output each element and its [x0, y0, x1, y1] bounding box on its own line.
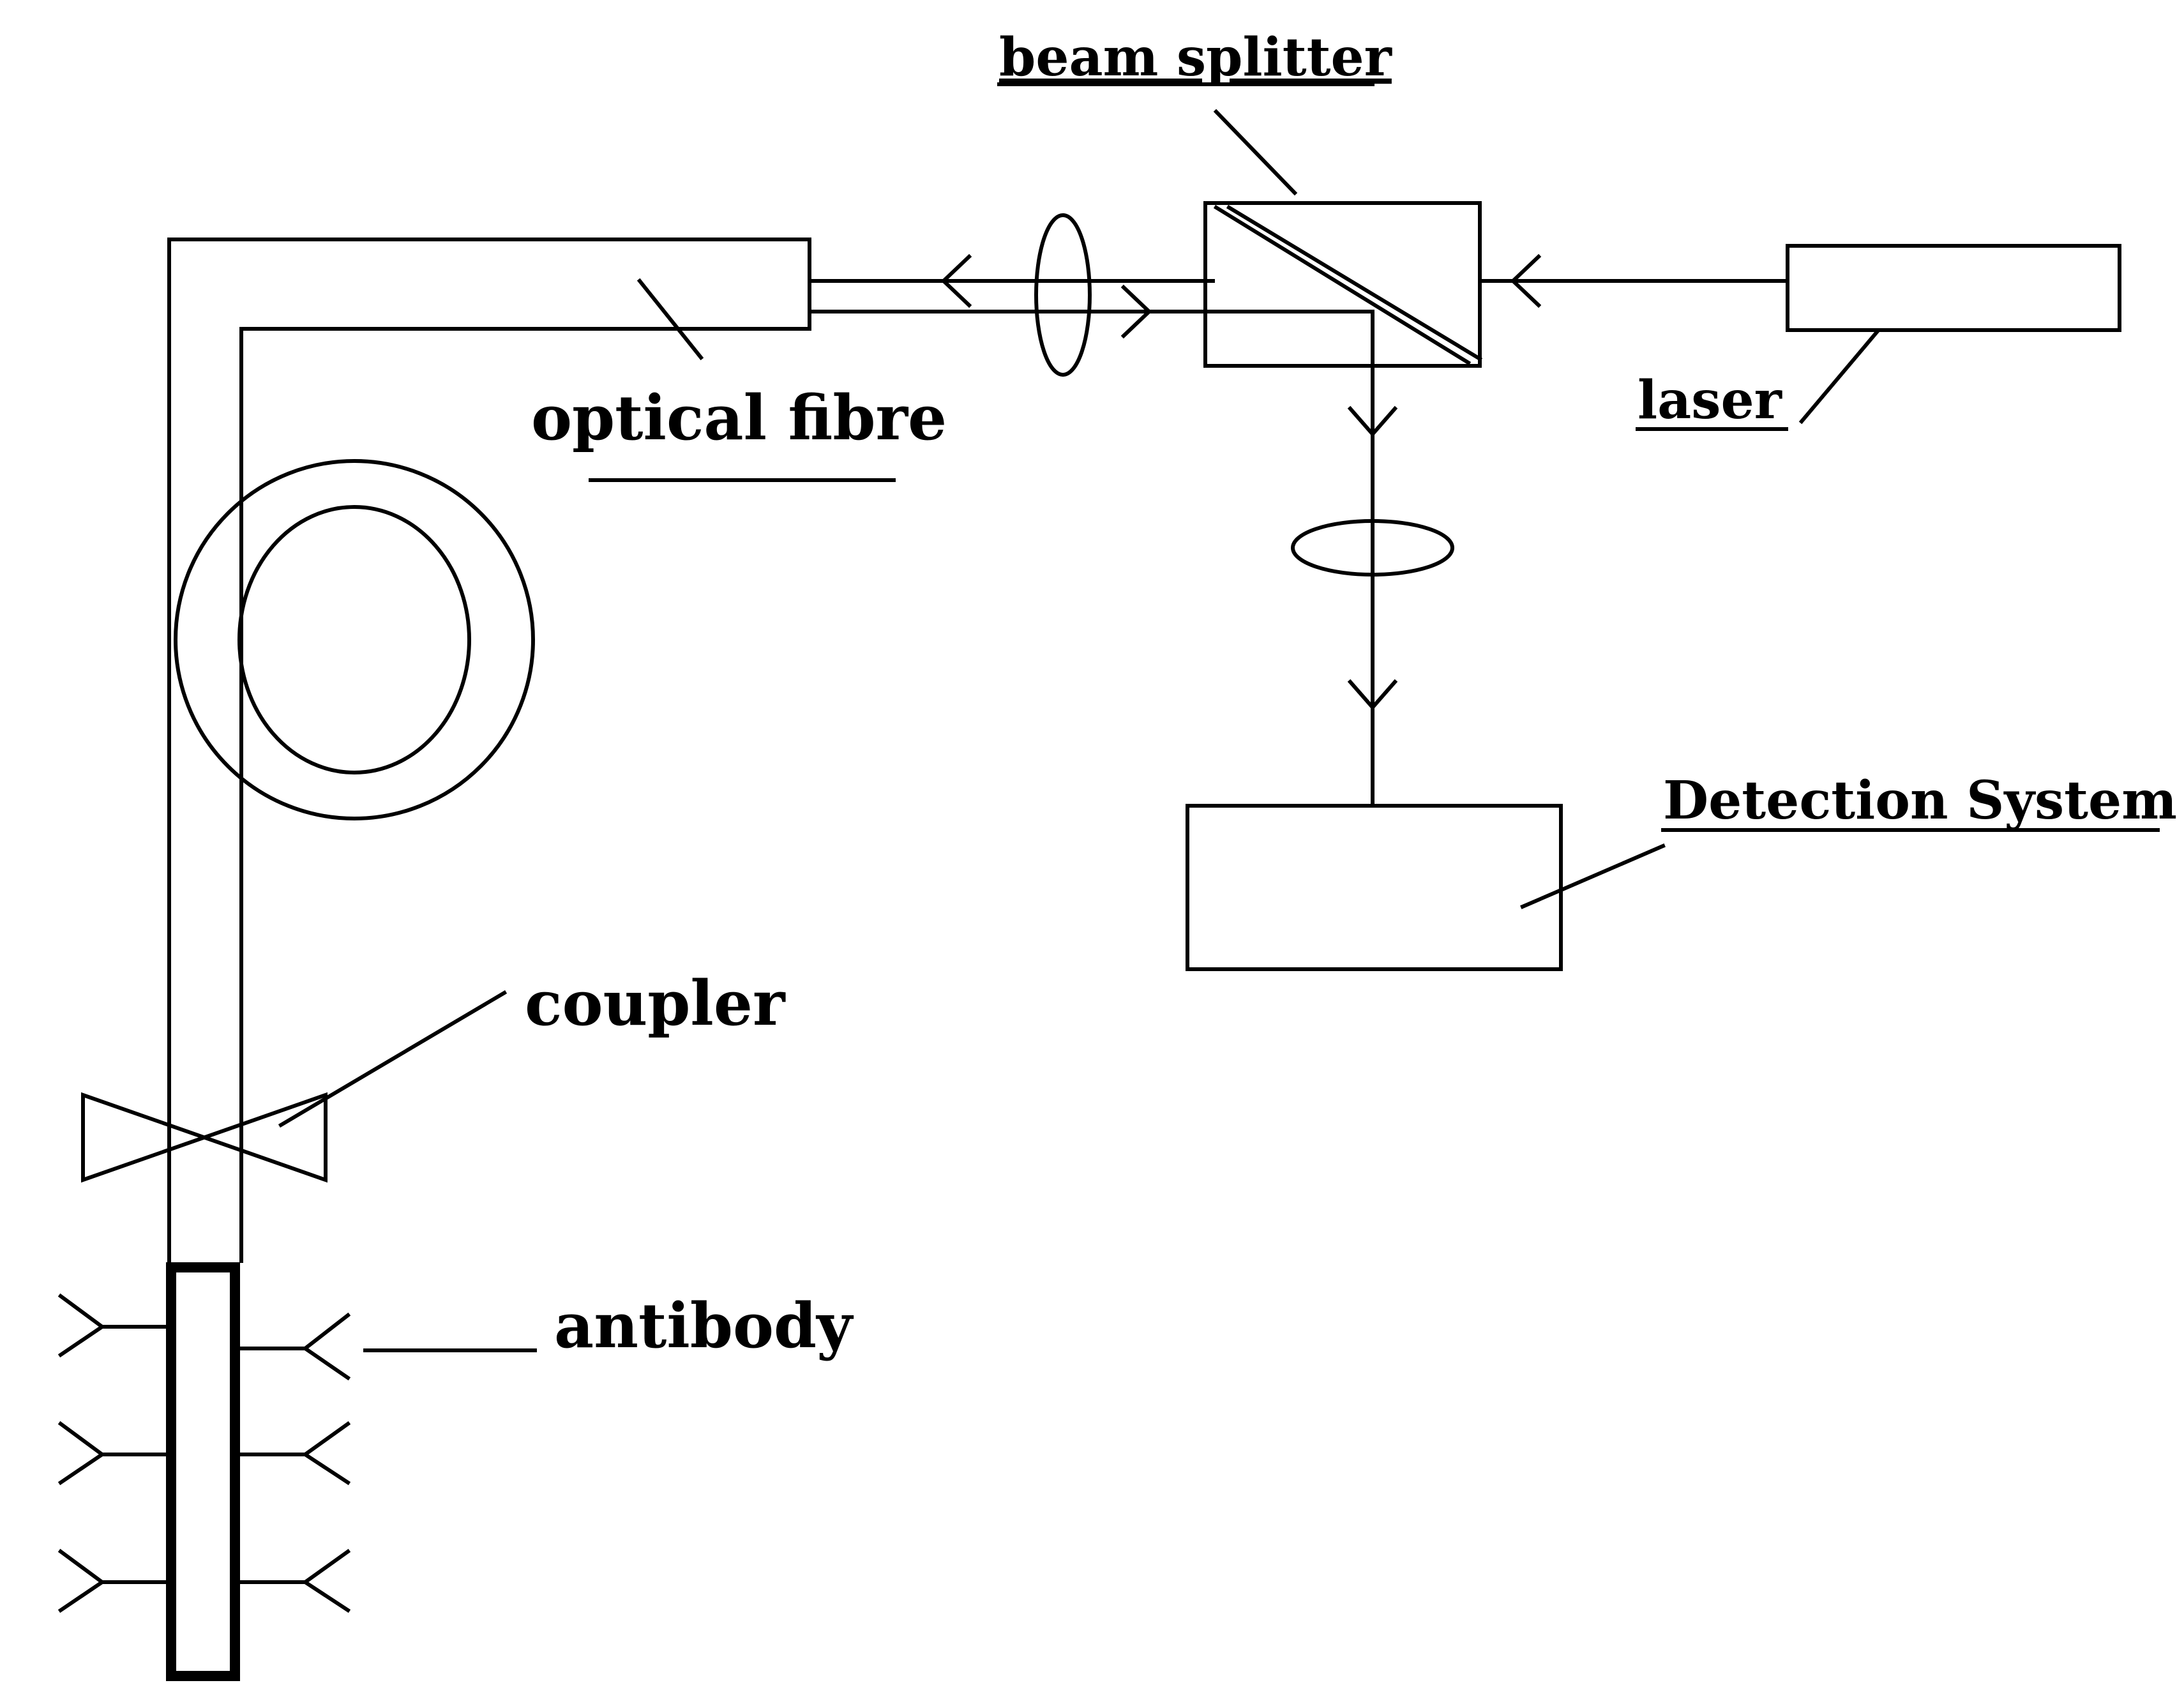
beam-splitter — [1203, 201, 1483, 368]
detection-beam — [1347, 310, 1398, 808]
antibody-right-2 — [239, 1421, 351, 1486]
antibody-left-3 — [57, 1548, 171, 1613]
sensor-probe — [166, 1262, 240, 1681]
leader-beam-splitter — [1213, 109, 1298, 196]
antibody-left-2 — [57, 1421, 171, 1486]
antibody-right-3 — [239, 1548, 351, 1613]
fibre-loop — [174, 459, 535, 820]
leader-optical-fibre — [636, 278, 704, 361]
laser-box — [1786, 244, 2121, 332]
beam-arrow-right — [1120, 284, 1152, 339]
laser-label: laser — [1638, 370, 1783, 431]
detection-lens — [1291, 519, 1454, 577]
coupler — [81, 1092, 328, 1183]
coupling-lens — [1034, 213, 1092, 377]
leader-coupler — [278, 990, 508, 1128]
laser-beam — [1478, 253, 1789, 308]
beam-splitter-label: beam splitter — [999, 27, 1393, 88]
leader-laser — [1798, 329, 1880, 425]
leader-detection-system — [1520, 843, 1666, 909]
optical-fibre — [167, 238, 811, 1263]
coupler-label: coupler — [525, 967, 786, 1039]
beam-arrow-left — [940, 253, 972, 308]
antibody-right-1 — [239, 1312, 351, 1381]
antibody-left-1 — [57, 1293, 171, 1358]
leader-lines — [278, 109, 1880, 1352]
antibodies — [57, 1293, 351, 1613]
antibody-label: antibody — [554, 1290, 854, 1362]
optical-fibre-label: optical fibre — [531, 382, 947, 454]
detection-system-box — [1186, 804, 1563, 971]
detection-system-label: Detection System — [1663, 770, 2177, 831]
